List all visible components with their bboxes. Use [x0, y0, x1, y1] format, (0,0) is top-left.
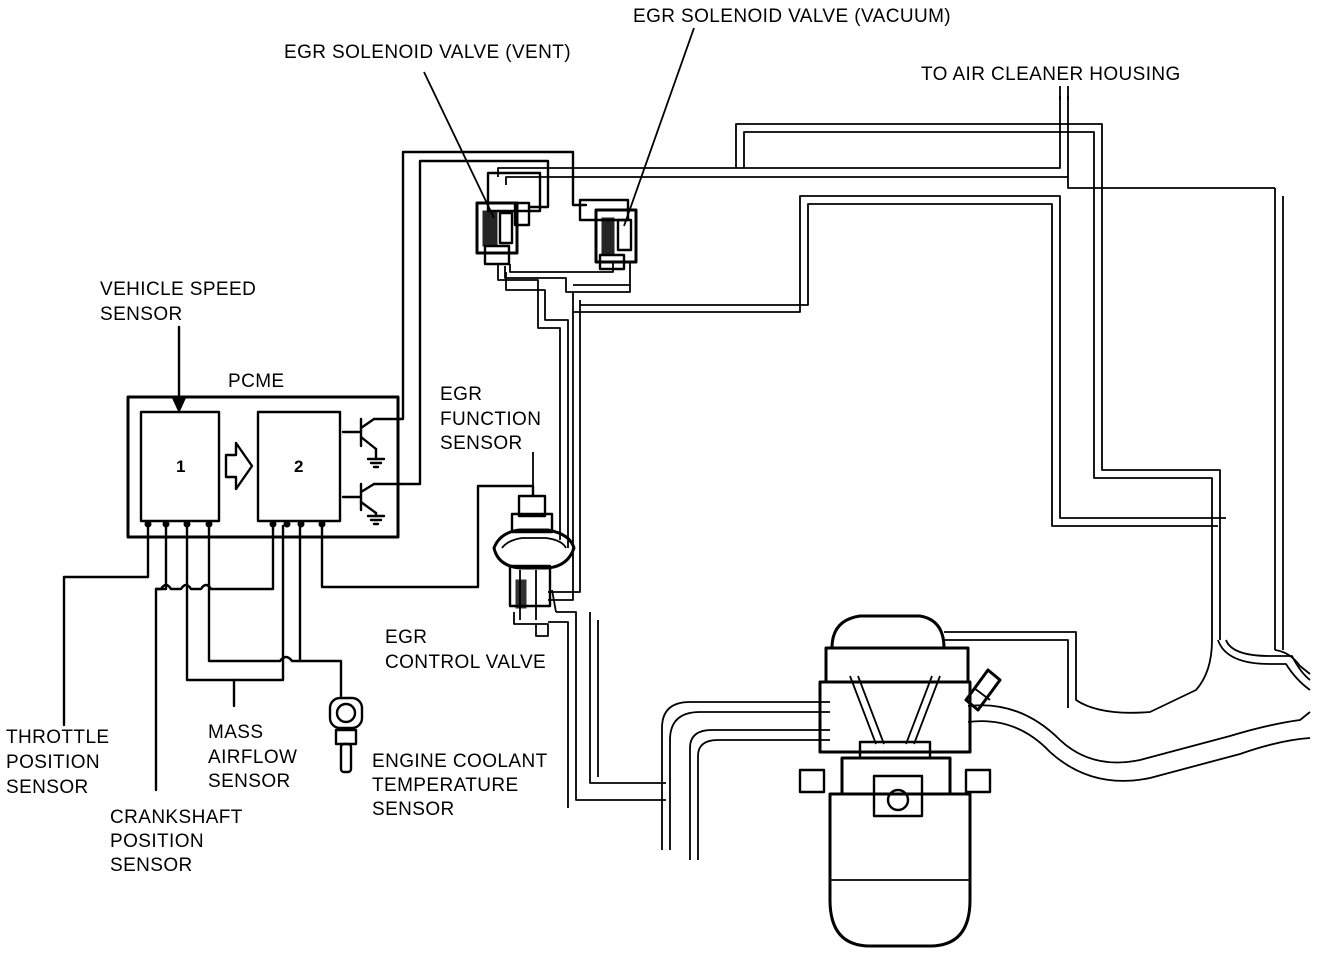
vehicle-speed-leader — [172, 325, 186, 414]
sensor-wiring — [62, 150, 588, 792]
transistor-driver-upper — [341, 417, 402, 469]
label-vehicle-speed-2: SENSOR — [100, 304, 183, 325]
engine-cross-section-icon — [798, 614, 1002, 948]
label-crankshaft-3: SENSOR — [110, 855, 193, 876]
vacuum-hoses — [497, 86, 1275, 808]
pcme-block-1 — [139, 410, 221, 523]
process-arrow-icon — [224, 441, 254, 491]
label-egr-function-3: SENSOR — [440, 433, 523, 454]
pcme-block-1-label: 1 — [176, 457, 185, 476]
label-egr-control-1: EGR — [385, 627, 427, 648]
egr-solenoid-vacuum-icon — [578, 198, 638, 271]
labels: EGR SOLENOID VALVE (VACUUM) EGR SOLENOID… — [6, 6, 1181, 876]
engine-coolant-sensor-icon — [328, 696, 364, 774]
pcme-module — [126, 395, 402, 539]
label-egr-solenoid-vent: EGR SOLENOID VALVE (VENT) — [284, 42, 571, 63]
label-crankshaft-2: POSITION — [110, 831, 204, 852]
label-maf-1: MASS — [208, 722, 263, 743]
pcme-block-2 — [256, 410, 342, 523]
label-throttle-2: POSITION — [6, 752, 100, 773]
label-ect-2: TEMPERATURE — [372, 775, 519, 796]
label-to-air-cleaner: TO AIR CLEANER HOUSING — [921, 64, 1181, 85]
label-throttle-1: THROTTLE — [6, 727, 109, 748]
label-pcme: PCME — [228, 371, 285, 392]
label-ect-1: ENGINE COOLANT — [372, 751, 548, 772]
label-ect-3: SENSOR — [372, 799, 455, 820]
solenoid-leaders — [423, 27, 695, 227]
pcme-block-2-label: 2 — [294, 457, 303, 476]
egr-control-valve-icon — [492, 452, 576, 637]
label-egr-solenoid-vacuum: EGR SOLENOID VALVE (VACUUM) — [633, 6, 951, 27]
label-vehicle-speed-1: VEHICLE SPEED — [100, 279, 256, 300]
label-egr-control-2: CONTROL VALVE — [385, 652, 546, 673]
label-egr-function-2: FUNCTION — [440, 409, 541, 430]
pcme-pins — [144, 520, 326, 528]
egr-solenoid-vent-icon — [475, 171, 542, 266]
label-maf-2: AIRFLOW — [208, 747, 297, 768]
exhaust-piping — [661, 188, 1311, 860]
label-throttle-3: SENSOR — [6, 777, 89, 798]
label-crankshaft-1: CRANKSHAFT — [110, 807, 243, 828]
transistor-driver-lower — [341, 482, 402, 526]
label-egr-function-1: EGR — [440, 384, 482, 405]
label-maf-3: SENSOR — [208, 771, 291, 792]
